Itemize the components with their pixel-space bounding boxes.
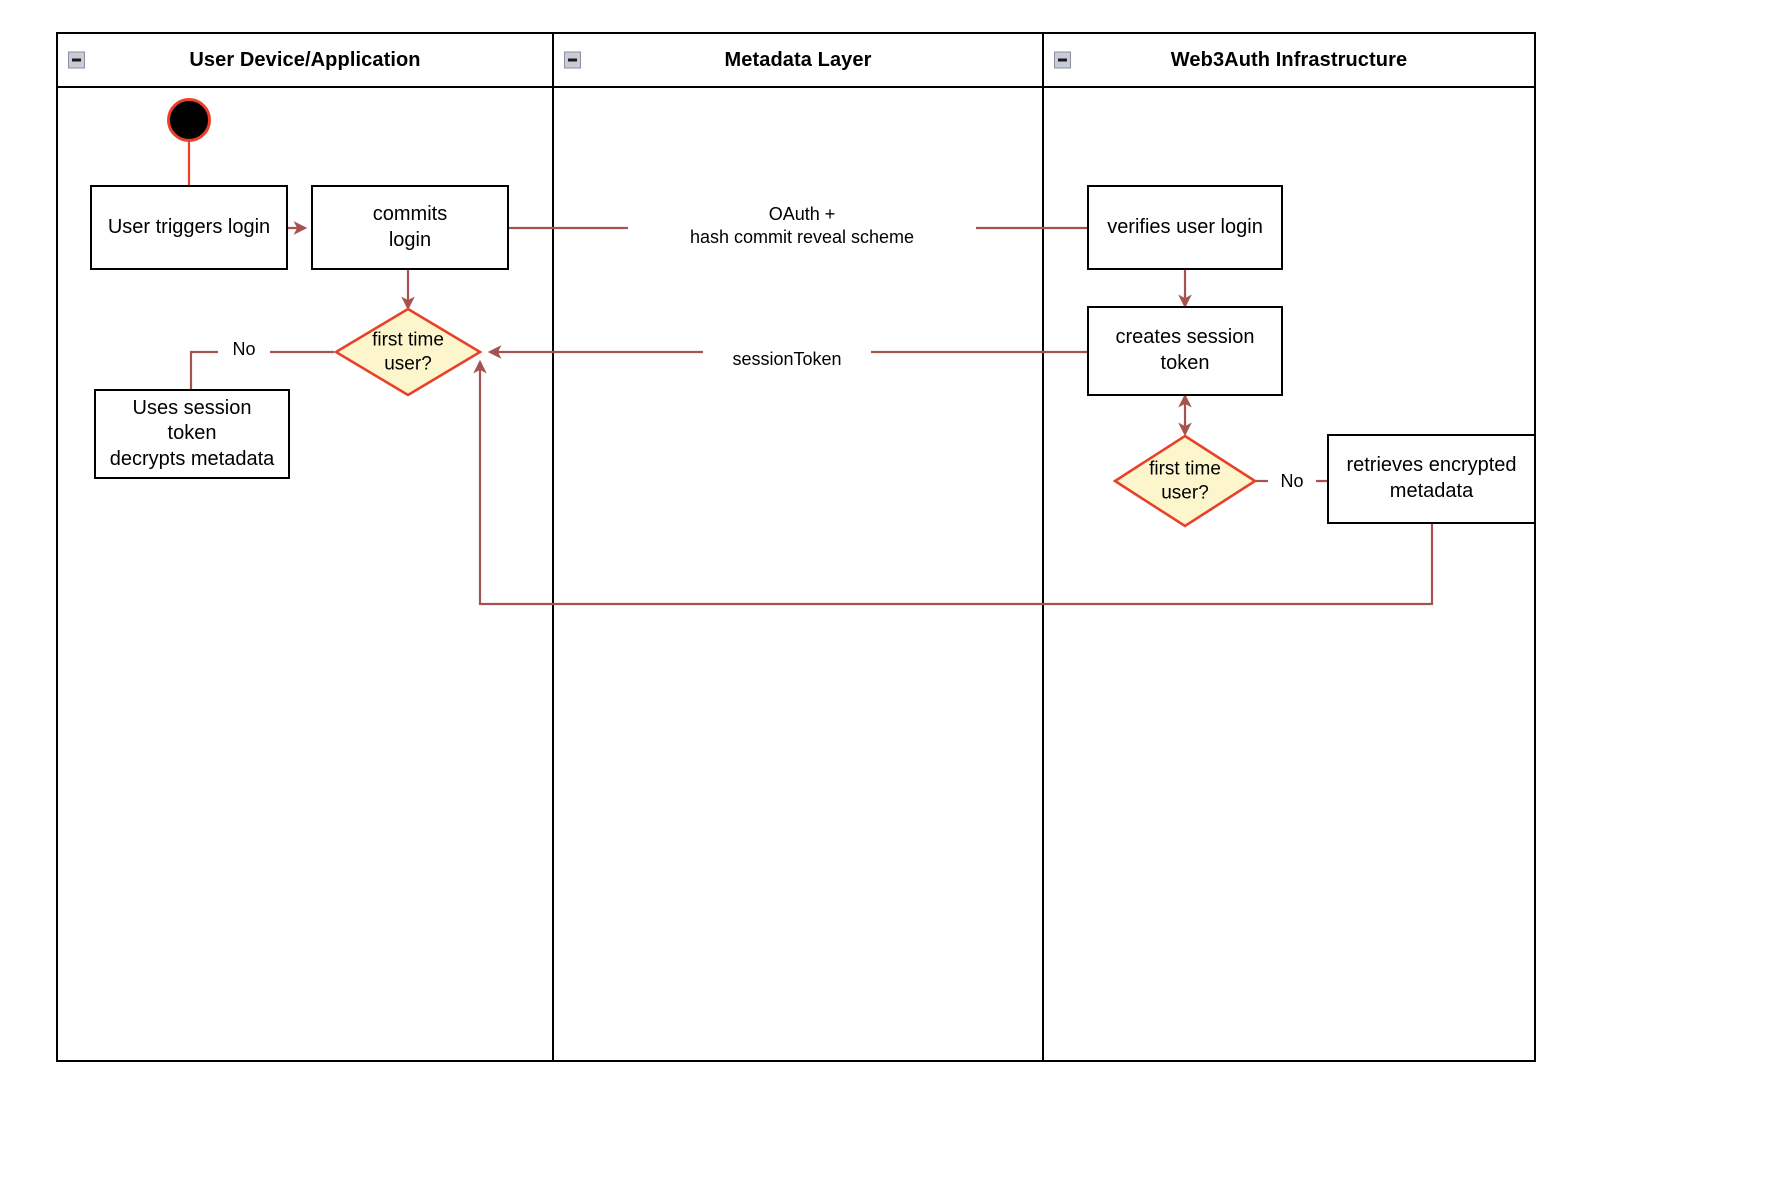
- action-label: retrieves encrypted metadata: [1346, 454, 1517, 502]
- decision-shape: [1112, 434, 1258, 528]
- edge-label-session-token: sessionToken: [703, 348, 871, 372]
- lane-header-user-device: User Device/Application: [58, 34, 552, 88]
- action-verifies-user-login[interactable]: verifies user login: [1087, 185, 1283, 270]
- minus-icon[interactable]: [1054, 51, 1071, 69]
- edge-label-oauth: OAuth + hash commit reveal scheme: [628, 203, 976, 250]
- action-label: verifies user login: [1107, 215, 1263, 238]
- action-label: User triggers login: [107, 215, 271, 238]
- lane-title: Web3Auth Infrastructure: [1170, 48, 1408, 71]
- action-label: commits login: [372, 202, 448, 251]
- lane-user-device: User Device/Application: [58, 34, 552, 1060]
- lane-header-metadata-layer: Metadata Layer: [554, 34, 1042, 88]
- minus-icon[interactable]: [564, 51, 581, 69]
- decision-shape: [333, 307, 483, 397]
- action-retrieves-encrypted-metadata[interactable]: retrieves encrypted metadata: [1327, 434, 1536, 524]
- action-label: creates session token: [1115, 326, 1255, 374]
- edge-label-no-left: No: [218, 338, 270, 362]
- action-creates-session-token[interactable]: creates session token: [1087, 306, 1283, 396]
- decision-first-time-user-left[interactable]: first time user?: [333, 307, 483, 397]
- action-commits-login[interactable]: commits login: [311, 185, 509, 270]
- lane-title: User Device/Application: [189, 48, 421, 71]
- action-user-triggers-login[interactable]: User triggers login: [90, 185, 288, 270]
- initial-node: [167, 98, 211, 142]
- action-label: Uses session token decrypts metadata: [109, 396, 275, 470]
- lane-title: Metadata Layer: [724, 48, 872, 71]
- edge-label-no-right: No: [1268, 470, 1316, 494]
- lane-metadata-layer: Metadata Layer: [552, 34, 1042, 1060]
- minus-icon[interactable]: [68, 51, 85, 69]
- decision-first-time-user-right[interactable]: first time user?: [1112, 434, 1258, 528]
- lane-header-web3auth-infrastructure: Web3Auth Infrastructure: [1044, 34, 1534, 88]
- action-uses-session-token[interactable]: Uses session token decrypts metadata: [94, 389, 290, 479]
